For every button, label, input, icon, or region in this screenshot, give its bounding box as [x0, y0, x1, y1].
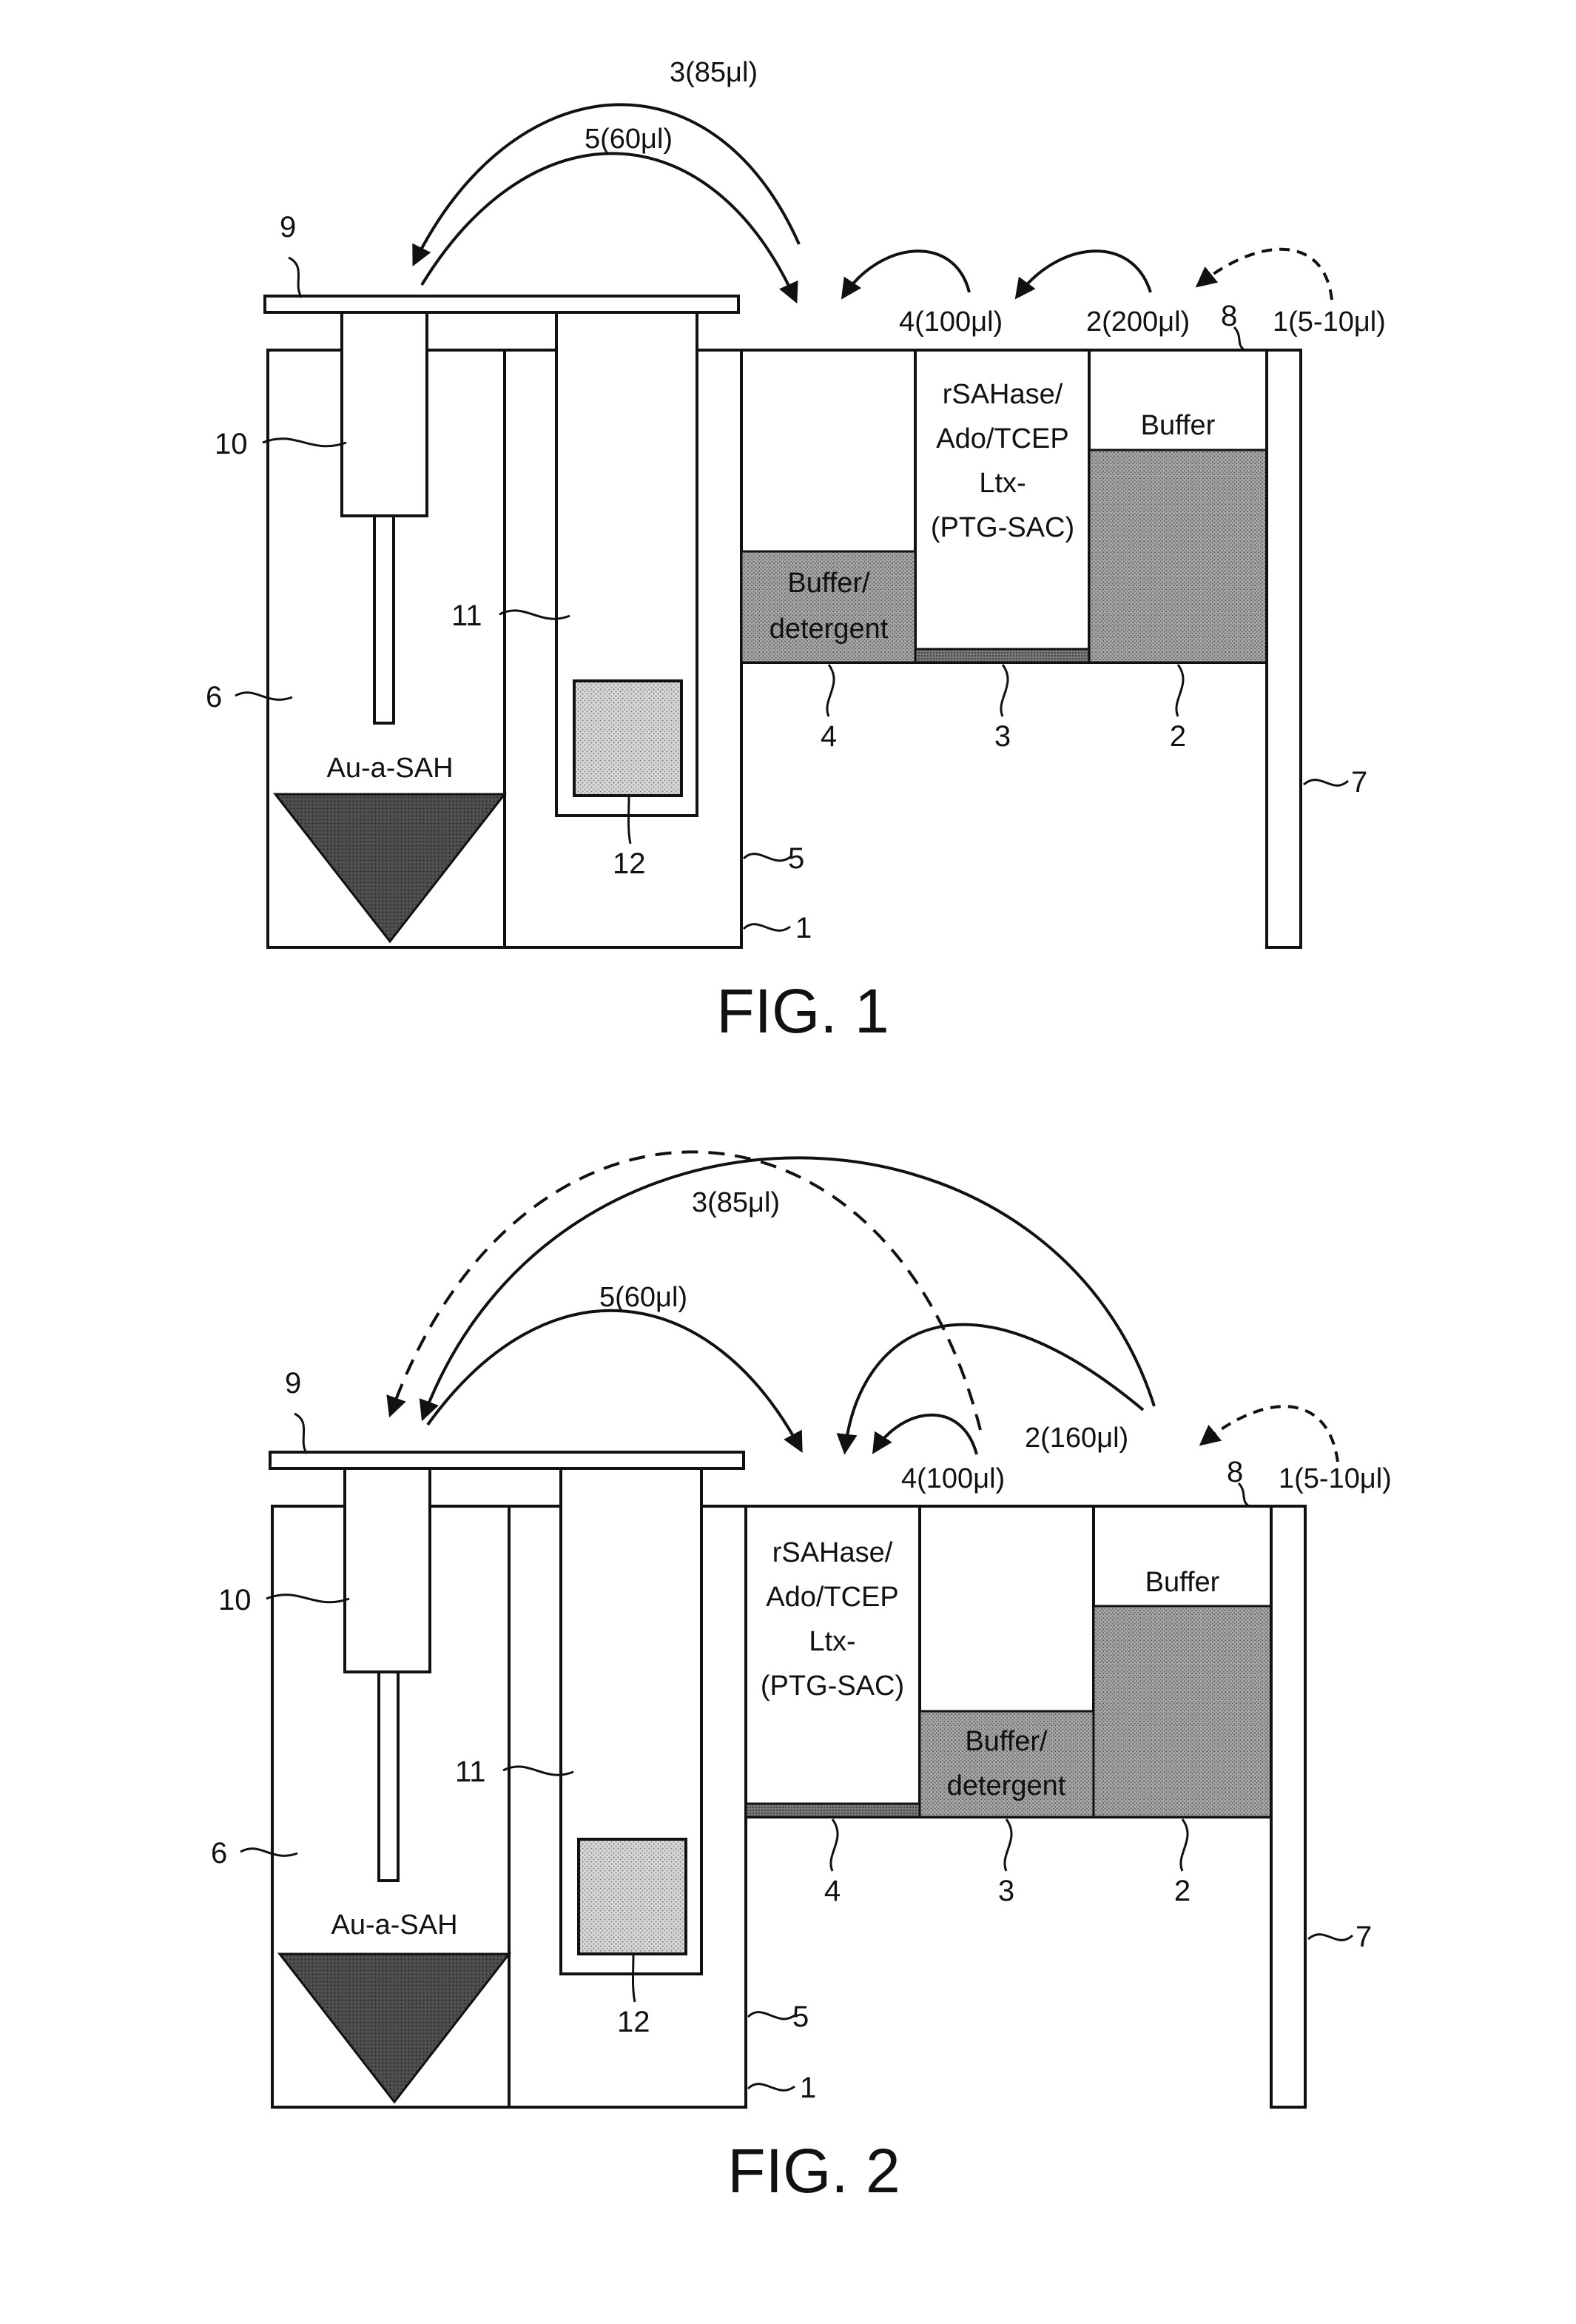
leader-3	[1005, 1819, 1011, 1871]
detection-pad-12	[579, 1839, 686, 1954]
leader-1	[744, 924, 790, 931]
bottom-number-2: 2	[1170, 720, 1186, 753]
leader-4	[827, 665, 834, 716]
plunger-rod	[379, 1672, 398, 1881]
arrow-label-au-a-sah: Au-a-SAH	[331, 1910, 457, 1941]
ref-6: 6	[206, 681, 222, 713]
arrow-label-3: 3(85μl)	[670, 57, 758, 88]
well-4-label-line1: rSAHase/	[772, 1537, 893, 1568]
ref-8: 8	[1221, 300, 1237, 332]
leader-9	[294, 1414, 307, 1454]
leader-7	[1308, 1935, 1353, 1941]
transfer-arrow-3	[423, 1158, 1154, 1417]
ref-1: 1	[800, 2072, 816, 2104]
ref-10: 10	[218, 1584, 252, 1616]
well-3-label-line4: (PTG-SAC)	[931, 512, 1074, 543]
plunger-head-10	[342, 312, 427, 516]
transfer-arrow-5	[422, 153, 795, 300]
well-2-label: Buffer	[1141, 410, 1216, 441]
ref-1: 1	[795, 912, 812, 944]
transfer-arrow-5	[428, 1311, 801, 1449]
plunger-rod	[374, 516, 394, 723]
well-3-label-line2: detergent	[947, 1770, 1066, 1801]
bottom-number-2: 2	[1174, 1875, 1191, 1907]
well-4-label-line4: (PTG-SAC)	[761, 1670, 904, 1702]
ref-11: 11	[455, 1756, 486, 1788]
sample-strip-7	[1271, 1506, 1305, 2107]
figure-2: 3(85μl) 5(60μl) 4(100μl) 2(160μl) 1(5-10…	[211, 1152, 1392, 2206]
ref-5: 5	[788, 842, 804, 875]
arrow-label-3: 3(85μl)	[692, 1187, 780, 1218]
leader-3	[1001, 665, 1008, 716]
figure-1: 3(85μl) 5(60μl) 4(100μl) 2(200μl) 1(5-10…	[206, 57, 1386, 1046]
transfer-arrow-4	[875, 1415, 977, 1454]
transfer-arrow-4	[843, 251, 969, 296]
well-2-label: Buffer	[1145, 1567, 1220, 1598]
transfer-arrow-1	[1202, 1406, 1338, 1462]
ref-7: 7	[1356, 1921, 1372, 1953]
well-3-label-line3: Ltx-	[979, 468, 1026, 499]
leader-9	[289, 258, 302, 298]
ref-8: 8	[1227, 1456, 1243, 1488]
bottom-number-4: 4	[824, 1875, 841, 1907]
ref-9: 9	[280, 211, 296, 244]
ref-9: 9	[285, 1367, 301, 1400]
bottom-number-3: 3	[998, 1875, 1014, 1907]
lid-9	[270, 1452, 744, 1468]
transfer-arrow-1	[1199, 249, 1332, 300]
arrow-label-5: 5(60μl)	[599, 1282, 687, 1313]
ref-5: 5	[792, 2001, 809, 2033]
bottom-number-3: 3	[994, 720, 1011, 753]
arrow-label-2: 2(160μl)	[1025, 1423, 1128, 1454]
well-3-label-line2: Ado/TCEP	[936, 423, 1069, 454]
ref-10: 10	[215, 428, 248, 460]
well-4-label-line3: Ltx-	[809, 1626, 855, 1657]
arrow-label-au-a-sah: Au-a-SAH	[326, 753, 453, 784]
leader-2	[1181, 1819, 1188, 1871]
arrow-label-4: 4(100μl)	[899, 306, 1003, 337]
well-4-fill	[746, 1804, 920, 1817]
well-2-fill	[1094, 1606, 1271, 1817]
figure-1-caption: FIG. 1	[716, 976, 889, 1046]
leader-5	[744, 854, 790, 861]
ref-12: 12	[617, 2006, 650, 2038]
leader-2	[1176, 665, 1183, 716]
arrow-label-4: 4(100μl)	[901, 1463, 1005, 1494]
figure-2-caption: FIG. 2	[727, 2136, 900, 2206]
well-4-label-line1: Buffer/	[787, 568, 870, 599]
ref-7: 7	[1351, 766, 1367, 799]
leader-1	[748, 2084, 795, 2091]
sample-strip-7	[1267, 350, 1301, 947]
well-3-label-line1: Buffer/	[965, 1726, 1048, 1757]
arrow-label-1: 1(5-10μl)	[1273, 306, 1386, 337]
detection-pad-12	[574, 681, 681, 796]
well-4-label-line2: Ado/TCEP	[766, 1582, 899, 1613]
ref-12: 12	[613, 847, 646, 880]
well-2-fill	[1089, 450, 1267, 662]
ref-6: 6	[211, 1837, 227, 1870]
lid-9	[265, 296, 738, 312]
well-4-label-line2: detergent	[770, 614, 889, 645]
arrow-label-2: 2(200μl)	[1086, 306, 1190, 337]
leader-7	[1304, 780, 1348, 786]
arrow-label-5: 5(60μl)	[585, 124, 673, 155]
well-3-label-line1: rSAHase/	[943, 379, 1063, 410]
ref-11: 11	[451, 600, 482, 632]
bottom-number-4: 4	[821, 720, 837, 753]
plunger-head-10	[345, 1468, 430, 1672]
well-3-fill	[915, 649, 1089, 662]
leader-4	[831, 1819, 838, 1871]
transfer-arrow-2	[1017, 251, 1151, 296]
arrow-label-1: 1(5-10μl)	[1279, 1463, 1392, 1494]
leader-5	[748, 2012, 795, 2019]
